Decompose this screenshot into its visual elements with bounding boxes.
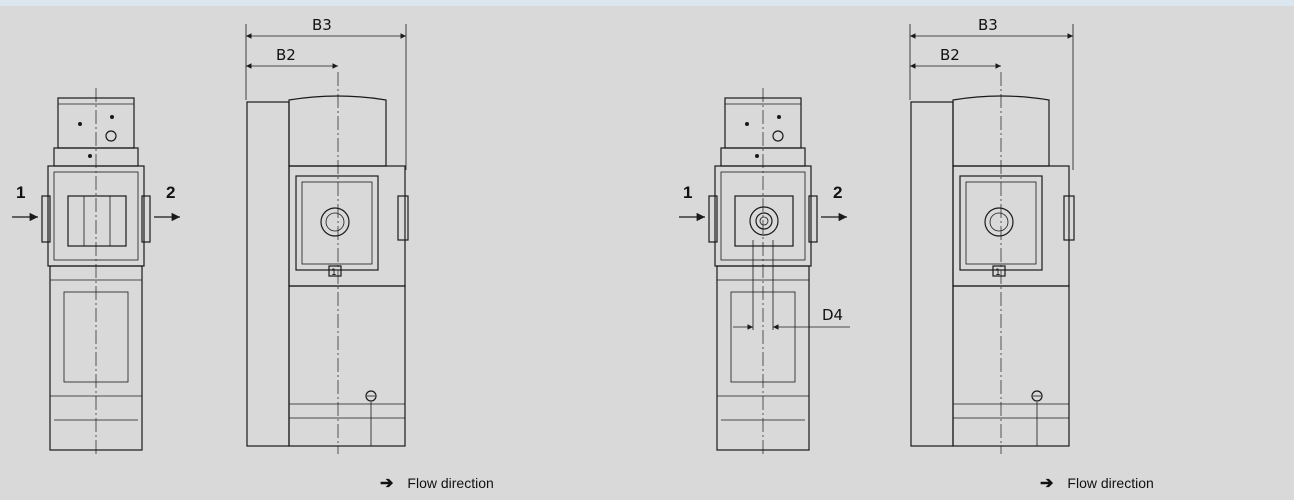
right-arrow-icon: ➔ [380,475,394,492]
marker-label-right: 1 [995,268,1001,278]
flow-direction-text: Flow direction [1067,475,1154,491]
flow-direction-text: Flow direction [407,475,494,491]
flow-direction-caption-left: ➔ Flow direction [380,473,494,493]
side-view-right: B3 B2 1 [909,16,1075,454]
dimension-b2-label: B2 [276,46,296,64]
port-1-label-right: 1 [683,183,692,202]
flow-direction-caption-right: ➔ Flow direction [1040,473,1154,493]
port-2-label: 2 [166,183,175,202]
port-2-label-right: 2 [833,183,842,202]
right-arrow-icon: ➔ [1040,475,1054,492]
marker-box [328,265,342,277]
side-view-left: B3 B2 1 [245,16,409,454]
front-view-left: 1 2 [12,88,180,456]
dimension-b3-label: B3 [312,16,332,34]
dimension-b3-label-right: B3 [978,16,998,34]
dimension-d4-label: D4 [822,306,843,324]
dimension-b2-label-right: B2 [940,46,960,64]
front-view-right: D4 1 2 [679,88,850,456]
marker-label: 1 [331,268,337,278]
top-strip [0,0,1294,6]
marker-box-right [992,265,1006,277]
port-1-label: 1 [16,183,25,202]
